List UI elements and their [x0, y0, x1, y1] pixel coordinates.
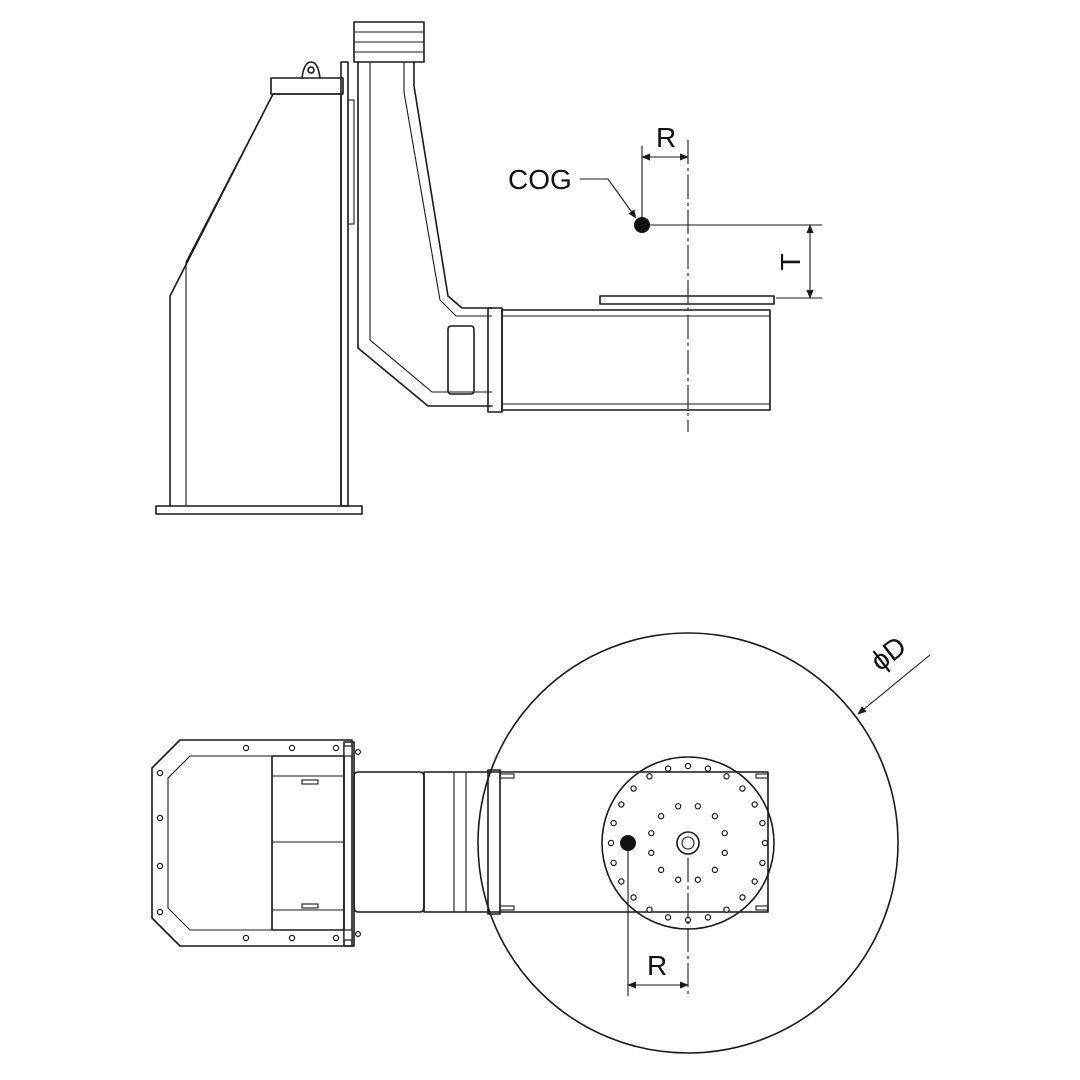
arm-clip [755, 905, 769, 911]
table-flange [599, 295, 775, 305]
base-plate-outline [151, 739, 353, 947]
table-bolt-hole [751, 801, 758, 808]
horizontal-arm [501, 309, 771, 411]
table-bolt-hole [648, 849, 655, 857]
top-view: R ϕD [151, 630, 931, 1054]
arm-joint-flange [487, 307, 503, 413]
table-bolt-hole [739, 785, 746, 792]
side-view: R T COG [155, 21, 822, 515]
radius-label-bottom: R [647, 950, 667, 981]
column-outer-profile [357, 61, 493, 407]
column-inner-wall [369, 62, 492, 393]
access-hatch [447, 325, 475, 395]
mounting-plate-inner [347, 99, 355, 225]
bolt-hole [156, 769, 164, 777]
table-bolt-hole [751, 878, 758, 885]
table-bolt-hole [739, 894, 746, 901]
table-bolt-hole [684, 762, 692, 770]
inner-bolt-ring [648, 803, 728, 883]
column-clip [301, 779, 319, 785]
table-bore [681, 836, 695, 850]
bolt-hole [156, 908, 164, 916]
table-bolt-hole [664, 765, 672, 772]
mounting-plate [340, 61, 349, 507]
diameter-label: ϕD [865, 630, 912, 677]
bolt-hole [156, 862, 164, 870]
table-bolt-hole [674, 876, 682, 883]
cog-marker [634, 217, 650, 233]
strip-bolt [355, 930, 362, 937]
table-bolt-hole [630, 894, 637, 901]
table-bolt-hole [761, 839, 769, 847]
table-bolt-hole [646, 773, 653, 780]
column-inner-wall [403, 62, 492, 317]
bolt-hole [242, 934, 250, 942]
table-bolt-hole [723, 906, 730, 913]
column-inner-profile [413, 61, 493, 309]
radius-label-top: R [656, 122, 676, 153]
outer-bolt-ring [607, 762, 769, 924]
height-label: T [775, 253, 806, 270]
mounting-plate-hole [343, 929, 353, 941]
pedestal-body [169, 93, 342, 507]
lifting-eye-hole [307, 66, 315, 74]
bolt-hole [288, 934, 296, 942]
table-bolt-hole [618, 801, 625, 808]
diameter-leader [857, 654, 931, 715]
horizontal-arm-top [423, 771, 769, 913]
bolt-hole [332, 934, 340, 942]
table-bolt-hole [664, 914, 672, 921]
cog-marker-top [620, 835, 636, 851]
table-bolt-hole [704, 765, 712, 772]
table-bolt-hole [721, 829, 728, 837]
table-bolt-hole [694, 803, 702, 810]
table-bolt-hole [610, 819, 617, 827]
column-clip [301, 903, 319, 909]
table-bolt-hole [723, 773, 730, 780]
cog-label: COG [508, 164, 572, 195]
swing-diameter-circle [477, 632, 899, 1054]
table-bolt-hole [610, 859, 617, 867]
table-bolt-hole [674, 803, 682, 810]
table-bolt-hole [648, 829, 655, 837]
table-bolt-hole [694, 876, 702, 883]
bolt-hole [242, 744, 250, 752]
arm-clip [499, 773, 515, 779]
table-bolt-hole [704, 914, 712, 921]
arm-clip [755, 773, 769, 779]
arm-housing [353, 771, 425, 913]
strip-bolt [355, 748, 362, 755]
table-hub [676, 831, 700, 855]
bolt-hole [332, 744, 340, 752]
table-bolt-hole [711, 866, 719, 874]
table-bolt-hole [657, 812, 665, 820]
pedestal-inner-edge [185, 93, 274, 263]
bolt-hole [288, 744, 296, 752]
table-bolt-hole [630, 785, 637, 792]
table-bolt-hole [618, 878, 625, 885]
cog-leader [580, 178, 637, 219]
pedestal-footprint [167, 755, 273, 931]
bolt-hole [156, 814, 164, 822]
arm-clip [499, 905, 515, 911]
table-bolt-hole [646, 906, 653, 913]
lifting-eye [301, 61, 321, 79]
arm-joint-flange [487, 769, 501, 915]
table-bolt-hole [711, 812, 719, 820]
table-bolt-hole [759, 859, 766, 867]
pedestal-top-flange [270, 77, 344, 95]
table-bolt-hole [721, 849, 728, 857]
base-plate [155, 505, 363, 515]
table-bolt-hole [759, 819, 766, 827]
table-bolt-hole [607, 839, 615, 847]
table-bolt-hole [657, 866, 665, 874]
mounting-plate-hole [343, 745, 353, 757]
